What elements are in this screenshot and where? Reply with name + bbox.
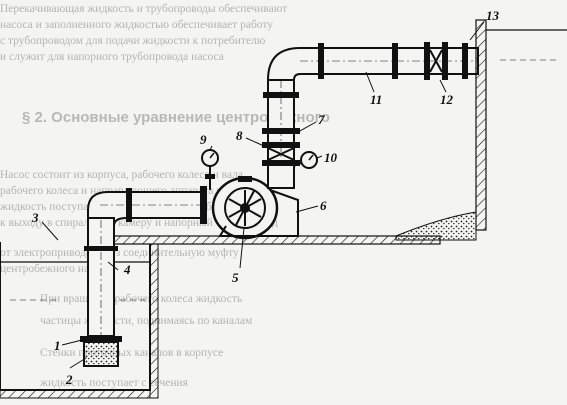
- discharge-pipe-vertical: [262, 79, 300, 166]
- label-4: 4: [123, 262, 131, 277]
- vent-plug: [238, 176, 252, 182]
- suction-elbow: [87, 186, 207, 227]
- bg-text-line: с трубопроводом для подачи жидкости к по…: [0, 35, 266, 47]
- gate-valve: [262, 142, 300, 166]
- pipe-flange: [263, 92, 299, 98]
- sump-reservoir: [0, 242, 159, 399]
- bg-text-line: центробежного насоса: [0, 263, 111, 275]
- discharge-valve: [424, 42, 448, 80]
- bg-text-line: к выходу в спиральную камеру и напорный …: [0, 217, 278, 229]
- pressure-gauge: [293, 151, 318, 169]
- label-3: 3: [31, 210, 39, 225]
- leader-lines: [41, 21, 485, 369]
- label-13: 13: [486, 8, 500, 23]
- pipe-flange: [200, 186, 207, 224]
- label-11: 11: [370, 92, 382, 107]
- suction-pipe: [80, 217, 122, 367]
- pipe-flange: [392, 43, 398, 79]
- bg-text-line: насоса и заполненного жидкостью обеспечи…: [0, 19, 274, 31]
- upper-tank: [395, 19, 567, 241]
- floor-slab: [109, 235, 441, 245]
- check-valve: [262, 128, 300, 134]
- pipe-flange: [84, 246, 118, 251]
- label-10: 10: [324, 150, 338, 165]
- label-6: 6: [320, 198, 327, 213]
- strainer: [83, 341, 119, 367]
- pipe-flange: [318, 43, 324, 79]
- label-7: 7: [318, 112, 325, 127]
- vacuum-gauge: [201, 149, 219, 190]
- label-9: 9: [200, 132, 207, 147]
- foot-valve: [80, 336, 122, 342]
- label-2: 2: [65, 372, 73, 387]
- bg-text-line: Перекачивающая жидкость и трубопроводы о…: [0, 3, 288, 15]
- bg-text-line: от электропривода через соединительную м…: [0, 247, 239, 259]
- bg-text-line: Насос состоит из корпуса, рабочего колес…: [0, 169, 243, 181]
- bg-section-heading: § 2. Основные уравнение центробежного: [22, 109, 330, 126]
- discharge-pipe-horizontal: [266, 42, 479, 81]
- label-8: 8: [236, 128, 243, 143]
- label-5: 5: [232, 270, 239, 285]
- label-1: 1: [54, 338, 61, 353]
- label-12: 12: [440, 92, 454, 107]
- pump-base: [218, 189, 299, 237]
- pipe-flange: [462, 43, 468, 79]
- centrifugal-pump: [211, 159, 299, 240]
- bg-text-line: и служит для напорного трубопровода насо…: [0, 51, 224, 63]
